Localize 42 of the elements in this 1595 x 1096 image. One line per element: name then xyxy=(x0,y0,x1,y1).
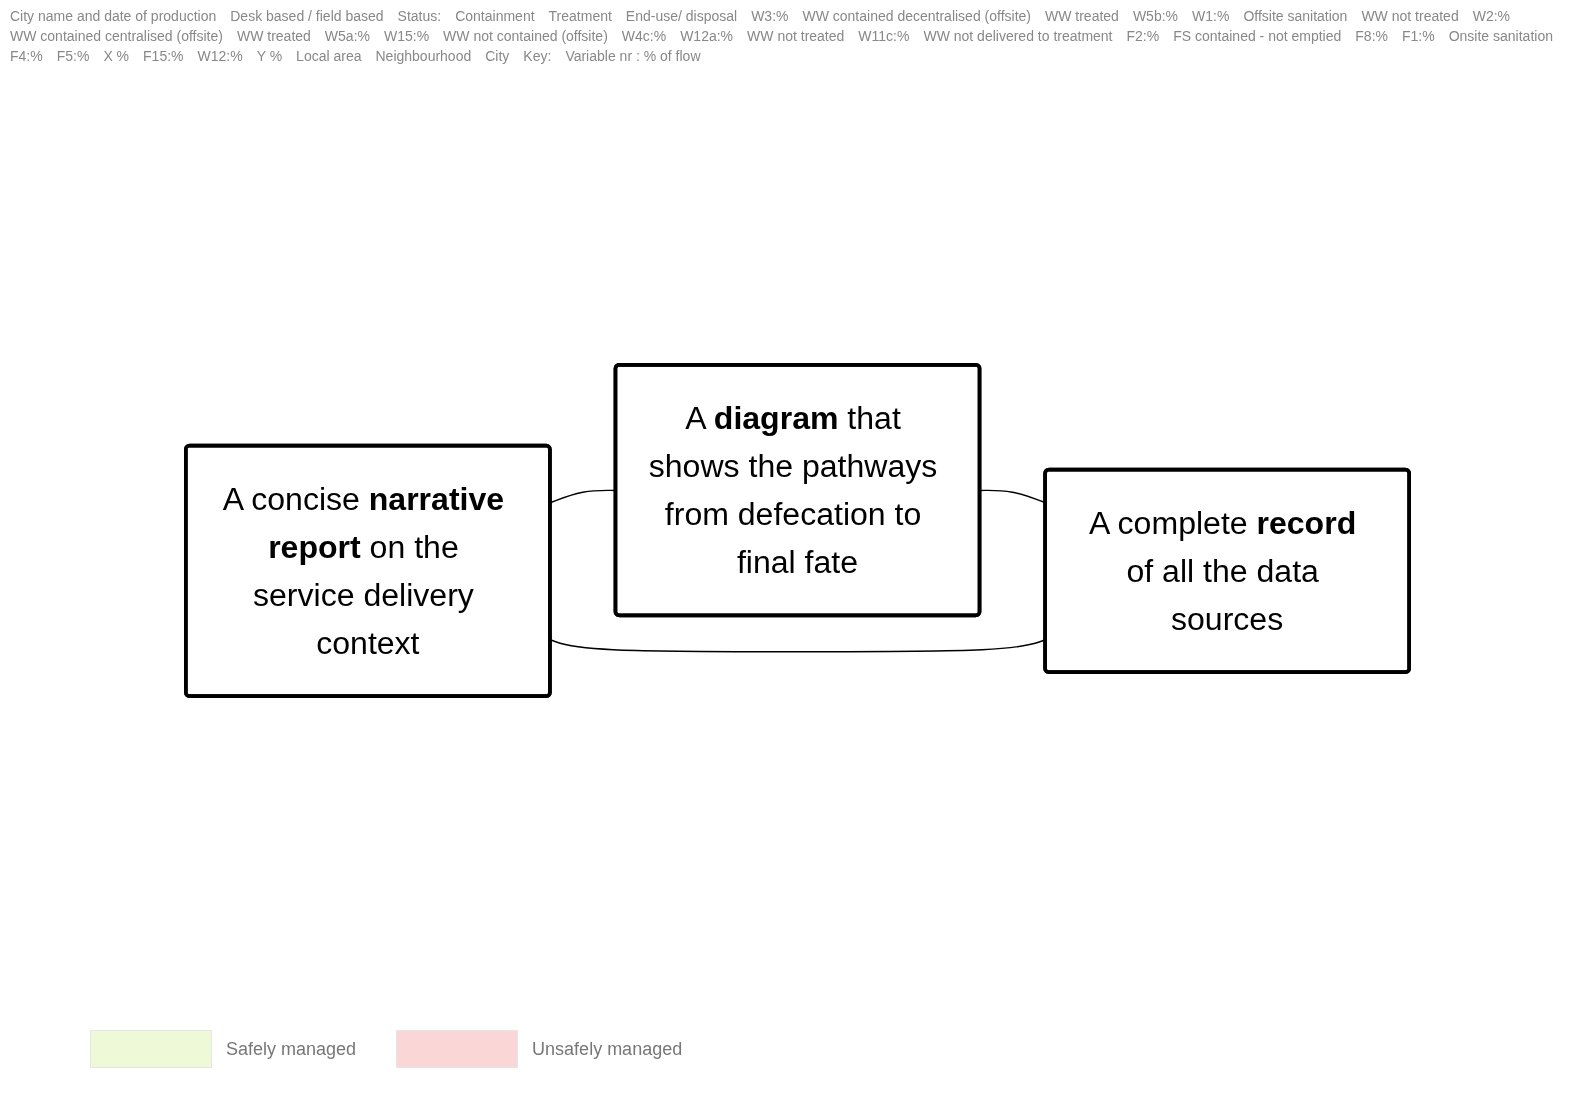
background-label: Status: xyxy=(397,8,442,24)
background-label: W1:% xyxy=(1192,8,1230,24)
background-label: W5b:% xyxy=(1132,8,1179,24)
background-label: F15:% xyxy=(143,48,184,64)
background-label: WW not contained (offsite) xyxy=(443,28,608,44)
background-label: WW treated xyxy=(1045,8,1119,24)
background-label: W3:% xyxy=(751,8,789,24)
background-label: City xyxy=(485,48,510,64)
background-label: WW not delivered to treatment xyxy=(923,28,1113,44)
background-label: W5a:% xyxy=(324,28,370,44)
background-label: Variable nr : % of flow xyxy=(565,48,701,64)
background-label: F1:% xyxy=(1402,28,1435,44)
background-label: F4:% xyxy=(10,48,43,64)
background-label: End-use/ disposal xyxy=(625,8,738,24)
background-label: Y % xyxy=(256,48,283,64)
background-label: Desk based / field based xyxy=(230,8,384,24)
background-label: F5:% xyxy=(56,48,90,64)
legend-label: Unsafely managed xyxy=(532,1038,683,1060)
background-label: WW not treated xyxy=(1361,8,1459,24)
background-label: WW contained decentralised (offsite) xyxy=(802,8,1031,24)
background-label: WW not treated xyxy=(747,28,845,44)
background-label: W12a:% xyxy=(680,28,734,44)
background-label: F8:% xyxy=(1355,28,1388,44)
background-label: WW treated xyxy=(236,28,311,44)
background-label: W15:% xyxy=(384,28,430,44)
background-label: Offsite sanitation xyxy=(1243,8,1348,24)
legend-label: Safely managed xyxy=(226,1038,357,1060)
background-label: F2:% xyxy=(1126,28,1160,44)
background-label: W2:% xyxy=(1472,8,1510,24)
background-label: W12:% xyxy=(197,48,243,64)
background-label: Neighbourhood xyxy=(375,48,472,64)
background-label: W11c:% xyxy=(858,28,910,44)
background-label: W4c:% xyxy=(621,28,667,44)
background-label: WW contained centralised (offsite) xyxy=(10,28,223,44)
background-label: City name and date of production xyxy=(10,8,217,24)
background-label: Containment xyxy=(455,8,535,24)
background-label: Key: xyxy=(523,48,552,64)
background-label: Local area xyxy=(296,48,362,64)
background-label: X % xyxy=(103,48,130,64)
background-label: Treatment xyxy=(548,8,612,24)
background-label: Onsite sanitation xyxy=(1448,28,1553,44)
background-label: FS contained - not emptied xyxy=(1173,28,1342,44)
